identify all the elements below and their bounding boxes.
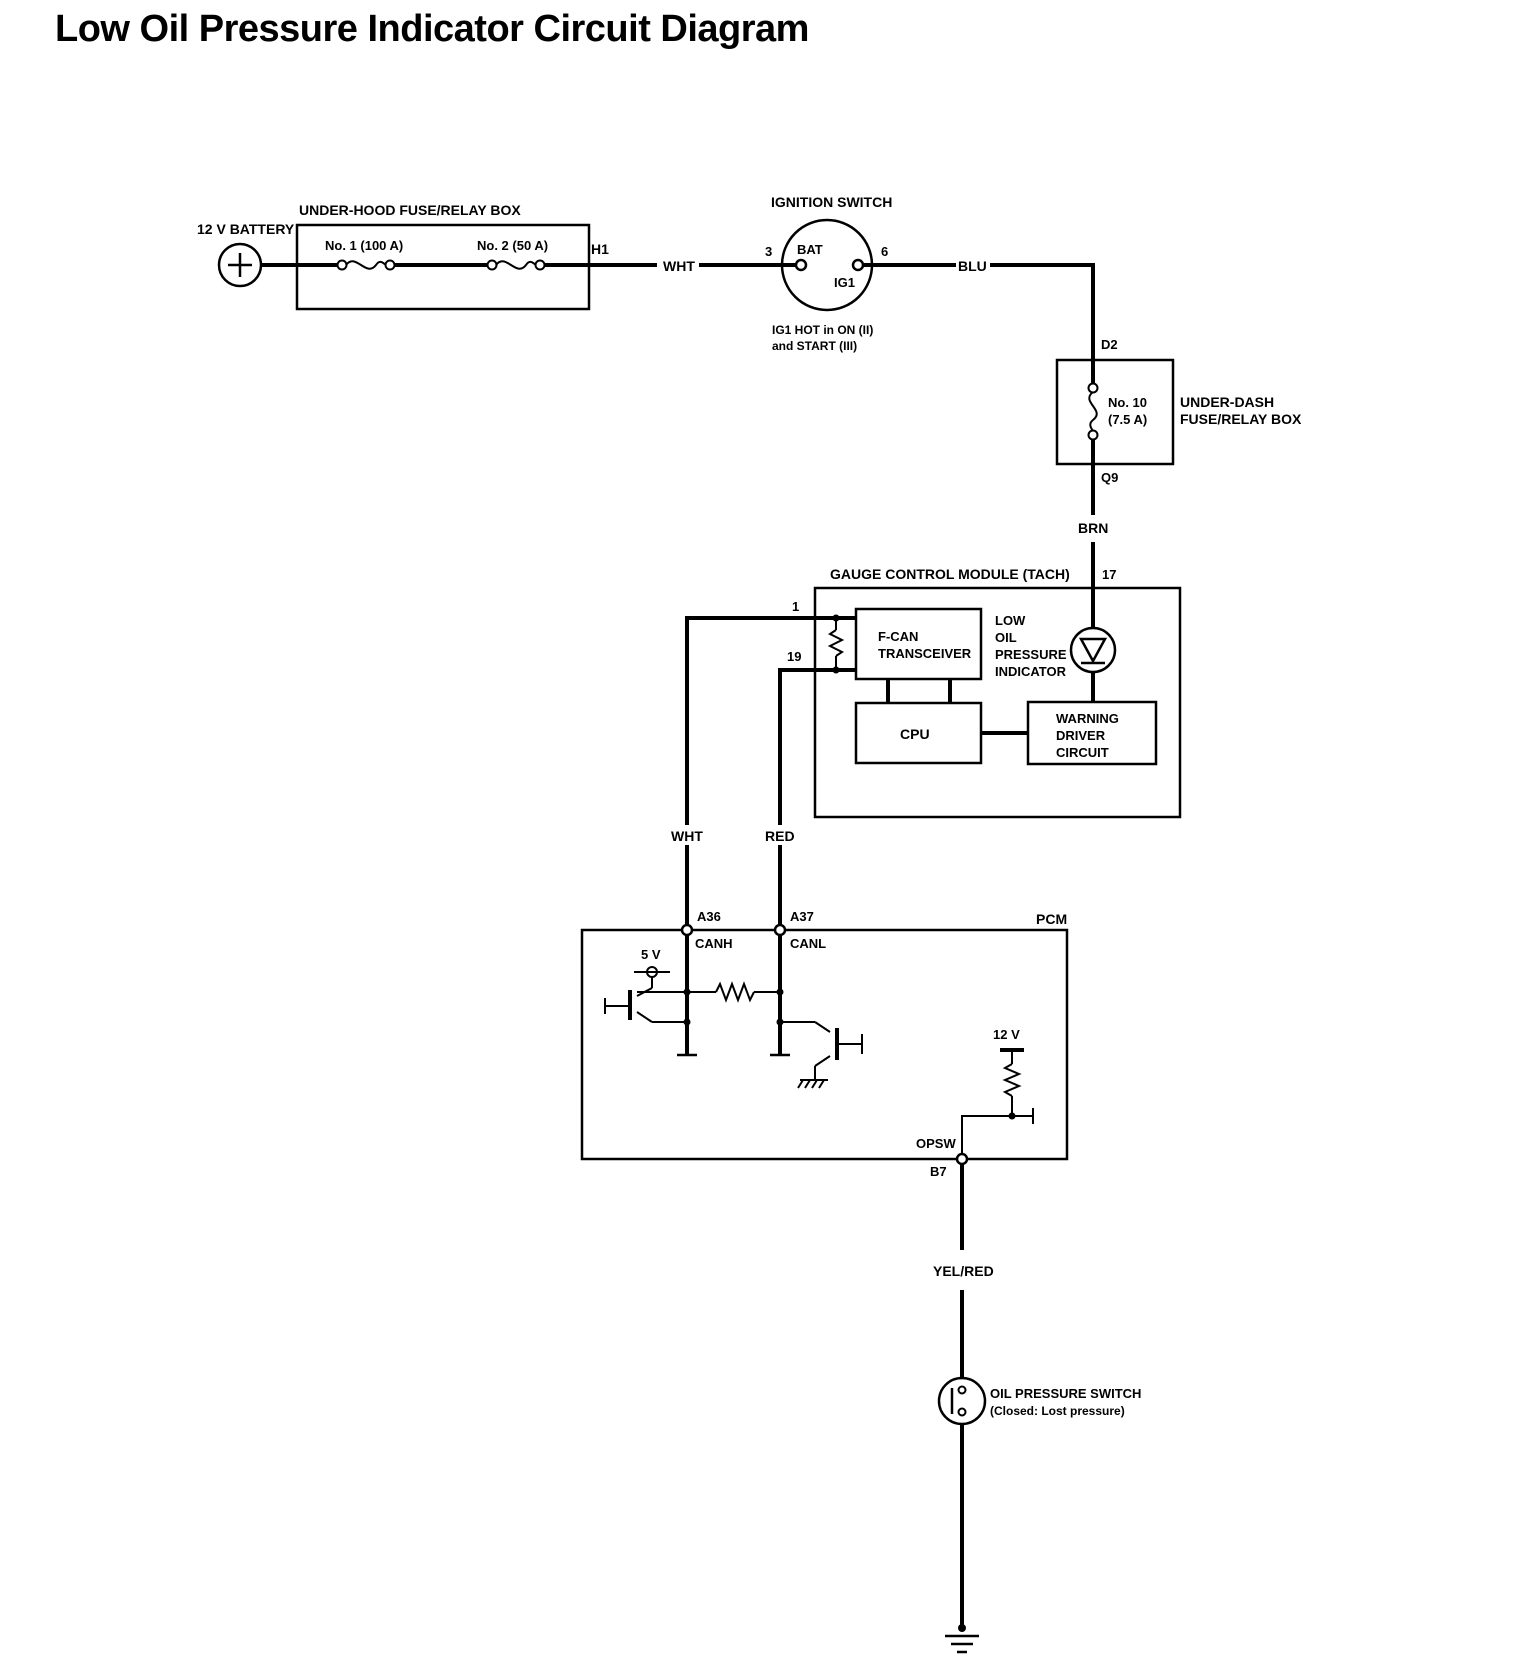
under-dash-label-2: FUSE/RELAY BOX [1180,411,1302,427]
fuse1-symbol [345,260,387,270]
indicator-line-4: INDICATOR [995,664,1067,679]
under-hood-box-label: UNDER-HOOD FUSE/RELAY BOX [299,202,521,218]
fuse10-label-1: No. 10 [1108,395,1147,410]
pcm-canh-label: CANH [695,936,733,951]
warning-line-1: WARNING [1056,711,1119,726]
gauge-module-box [813,586,1182,819]
ignition-bat-terminal [794,258,808,272]
fuse2-label: No. 2 (50 A) [477,238,548,253]
under-dash-fuse-relay-box: D2 No. 10 (7.5 A) UNDER-DASH FUSE/RELAY … [1055,337,1302,485]
battery: 12 V BATTERY [197,221,295,288]
terminal-q9: Q9 [1101,470,1118,485]
fcan-label-1: F-CAN [878,629,918,644]
wire-label-red-can: RED [765,828,795,844]
fcan-label-2: TRANSCEIVER [878,646,972,661]
pcm: PCM A36 A37 CANH CANL 5 V [580,909,1069,1179]
oil-pressure-switch-symbol [937,1376,987,1426]
warning-line-2: DRIVER [1056,728,1106,743]
battery-label: 12 V BATTERY [197,221,295,237]
pcm-pin-b7: B7 [930,1164,947,1179]
indicator-line-3: PRESSURE [995,647,1067,662]
ignition-note-2: and START (III) [772,339,857,353]
pcm-can-resistor [715,981,755,1003]
fuse2-terminal [486,259,498,271]
wire-label-brn: BRN [1078,520,1108,536]
gauge-pin-1: 1 [792,599,799,614]
terminal-h1: H1 [591,241,609,257]
gauge-pin-17: 17 [1102,567,1116,582]
fuse10-label-2: (7.5 A) [1108,412,1147,427]
under-hood-fuse-relay-box: UNDER-HOOD FUSE/RELAY BOX No. 1 (100 A) … [295,202,609,311]
pcm-12v-label: 12 V [993,1027,1020,1042]
low-oil-pressure-indicator-led [1069,626,1117,674]
wire-label-blu: BLU [958,258,987,274]
pcm-label: PCM [1036,911,1067,927]
pcm-b7-terminal [955,1152,969,1166]
gauge-module-label: GAUGE CONTROL MODULE (TACH) [830,566,1070,582]
ignition-bat-label: BAT [797,242,823,257]
pcm-5v-label: 5 V [641,947,661,962]
ground-icon [945,1624,979,1654]
pcm-pin-a37: A37 [790,909,814,924]
wire-label-yel-red: YEL/RED [933,1263,994,1279]
pcm-a36-terminal [680,923,694,937]
indicator-line-1: LOW [995,613,1026,628]
pcm-box [580,928,1069,1161]
oil-switch-label-2: (Closed: Lost pressure) [990,1404,1125,1418]
wire-label-wht-top: WHT [663,258,695,274]
ignition-pin-6: 6 [881,244,888,259]
fuse10-symbol [1088,391,1098,432]
pcm-pullup-resistor [1002,1063,1022,1097]
fuse1-terminal [336,259,348,271]
oil-switch-label-1: OIL PRESSURE SWITCH [990,1386,1141,1401]
ignition-pin-3: 3 [765,244,772,259]
pcm-opsw-label: OPSW [916,1136,956,1151]
terminal-d2: D2 [1101,337,1118,352]
wire-red-canl [778,668,836,930]
ignition-ig1-terminal [851,258,865,272]
under-dash-label-1: UNDER-DASH [1180,394,1274,410]
ignition-switch: IGNITION SWITCH 3 6 BAT IG1 IG1 HOT in O… [765,194,892,353]
ignition-ig1-label: IG1 [834,275,855,290]
pcm-pin-a36: A36 [697,909,721,924]
oil-pressure-switch: OIL PRESSURE SWITCH (Closed: Lost pressu… [937,1376,1141,1426]
gauge-pin-19: 19 [787,649,801,664]
fuse1-label: No. 1 (100 A) [325,238,403,253]
gauge-control-module: GAUGE CONTROL MODULE (TACH) 17 LOW OIL P… [787,566,1182,819]
warning-driver-circuit [1026,700,1158,766]
ignition-switch-label: IGNITION SWITCH [771,194,892,210]
pcm-canl-label: CANL [790,936,826,951]
can-termination-resistor [827,629,845,657]
fuse2-symbol [495,260,537,270]
warning-line-3: CIRCUIT [1056,745,1109,760]
indicator-line-2: OIL [995,630,1017,645]
page-title: Low Oil Pressure Indicator Circuit Diagr… [55,8,809,50]
pcm-a37-terminal [773,923,787,937]
ignition-note-1: IG1 HOT in ON (II) [772,323,873,337]
cpu-label: CPU [900,726,930,742]
wire-wht-canh [685,616,836,930]
fcan-transceiver [854,607,983,681]
wire-label-wht-can: WHT [671,828,703,844]
